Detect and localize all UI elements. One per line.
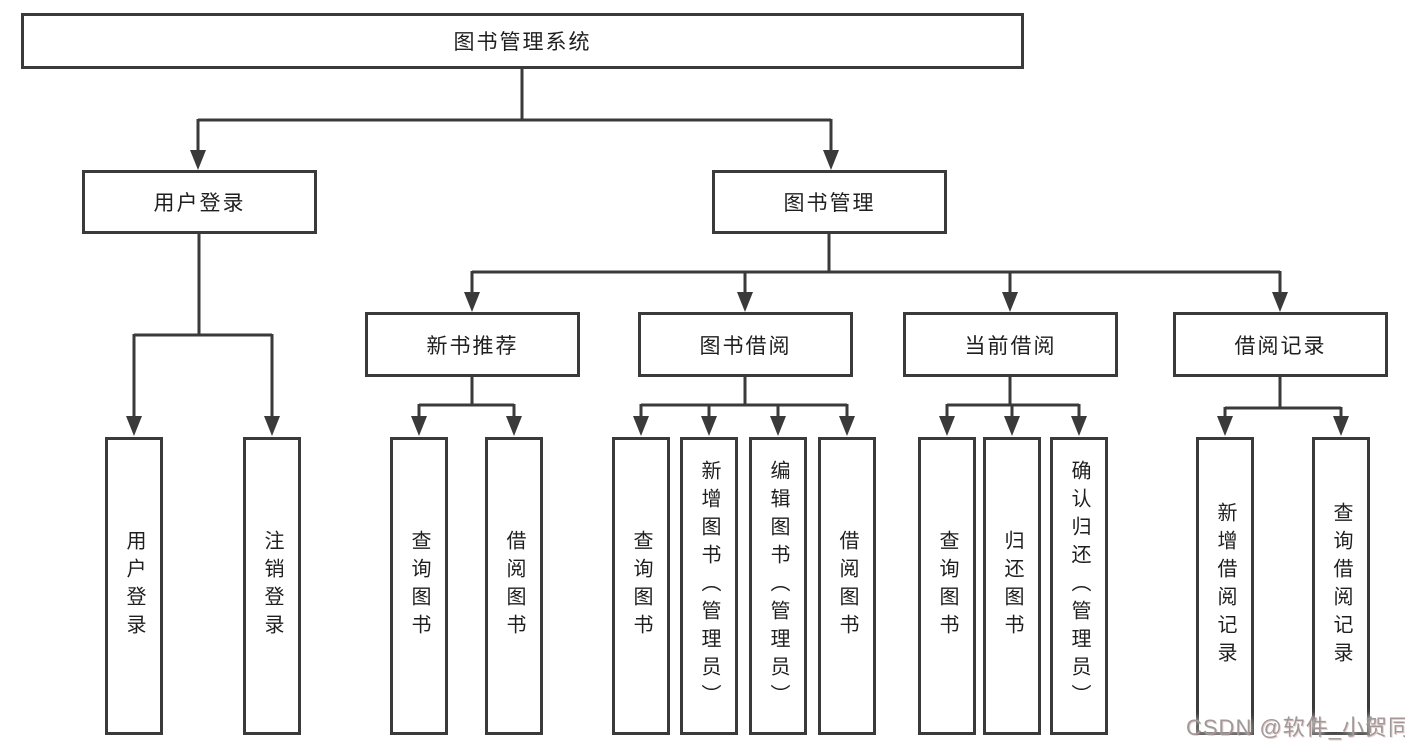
leaf-add-borrow-record: 新增借阅记录 xyxy=(1196,437,1254,735)
leaf-logout-label: 注销登录 xyxy=(261,530,283,642)
node-borrow-records: 借阅记录 xyxy=(1173,312,1388,377)
leaf-logout: 注销登录 xyxy=(243,437,301,735)
leaf-query-books-current: 查询图书 xyxy=(918,437,976,735)
node-book-borrow-label: 图书借阅 xyxy=(699,334,792,358)
node-book-management-label: 图书管理 xyxy=(783,192,876,215)
leaf-return-books-label: 归还图书 xyxy=(1001,530,1023,642)
leaf-edit-book-admin-label: 编辑图书（管理员） xyxy=(767,460,789,712)
leaf-confirm-return-admin: 确认归还（管理员） xyxy=(1050,437,1108,735)
leaf-user-login-label: 用户登录 xyxy=(123,530,145,642)
node-new-book-recommend: 新书推荐 xyxy=(365,312,580,377)
leaf-borrow-books: 借阅图书 xyxy=(818,437,876,735)
leaf-query-books-current-label: 查询图书 xyxy=(936,530,958,642)
node-book-management: 图书管理 xyxy=(712,170,947,234)
leaf-query-books-borrow-label: 查询图书 xyxy=(630,530,652,642)
node-new-book-recommend-label: 新书推荐 xyxy=(426,334,519,358)
node-current-borrow-label: 当前借阅 xyxy=(964,334,1057,358)
leaf-borrow-books-recommend: 借阅图书 xyxy=(485,437,543,735)
leaf-add-book-admin-label: 新增图书（管理员） xyxy=(698,460,720,712)
watermark: CSDN @软件_小贺同学 xyxy=(1186,715,1405,740)
node-borrow-records-label: 借阅记录 xyxy=(1234,334,1327,358)
leaf-query-borrow-record: 查询借阅记录 xyxy=(1312,437,1370,735)
node-root-label: 图书管理系统 xyxy=(453,31,592,54)
node-user-login: 用户登录 xyxy=(82,170,317,234)
node-current-borrow: 当前借阅 xyxy=(903,312,1118,377)
leaf-add-book-admin: 新增图书（管理员） xyxy=(680,437,738,735)
leaf-borrow-books-label: 借阅图书 xyxy=(836,530,858,642)
leaf-borrow-books-recommend-label: 借阅图书 xyxy=(503,530,525,642)
leaf-user-login: 用户登录 xyxy=(105,437,163,735)
leaf-query-borrow-record-label: 查询借阅记录 xyxy=(1330,502,1352,670)
leaf-query-books-recommend-label: 查询图书 xyxy=(408,530,430,642)
leaf-edit-book-admin: 编辑图书（管理员） xyxy=(749,437,807,735)
node-user-login-label: 用户登录 xyxy=(153,192,246,215)
node-book-borrow: 图书借阅 xyxy=(638,312,853,377)
leaf-add-borrow-record-label: 新增借阅记录 xyxy=(1214,502,1236,670)
leaf-query-books-recommend: 查询图书 xyxy=(390,437,448,735)
leaf-query-books-borrow: 查询图书 xyxy=(612,437,670,735)
leaf-confirm-return-admin-label: 确认归还（管理员） xyxy=(1068,460,1090,712)
leaf-return-books: 归还图书 xyxy=(983,437,1041,735)
node-root: 图书管理系统 xyxy=(21,13,1024,69)
